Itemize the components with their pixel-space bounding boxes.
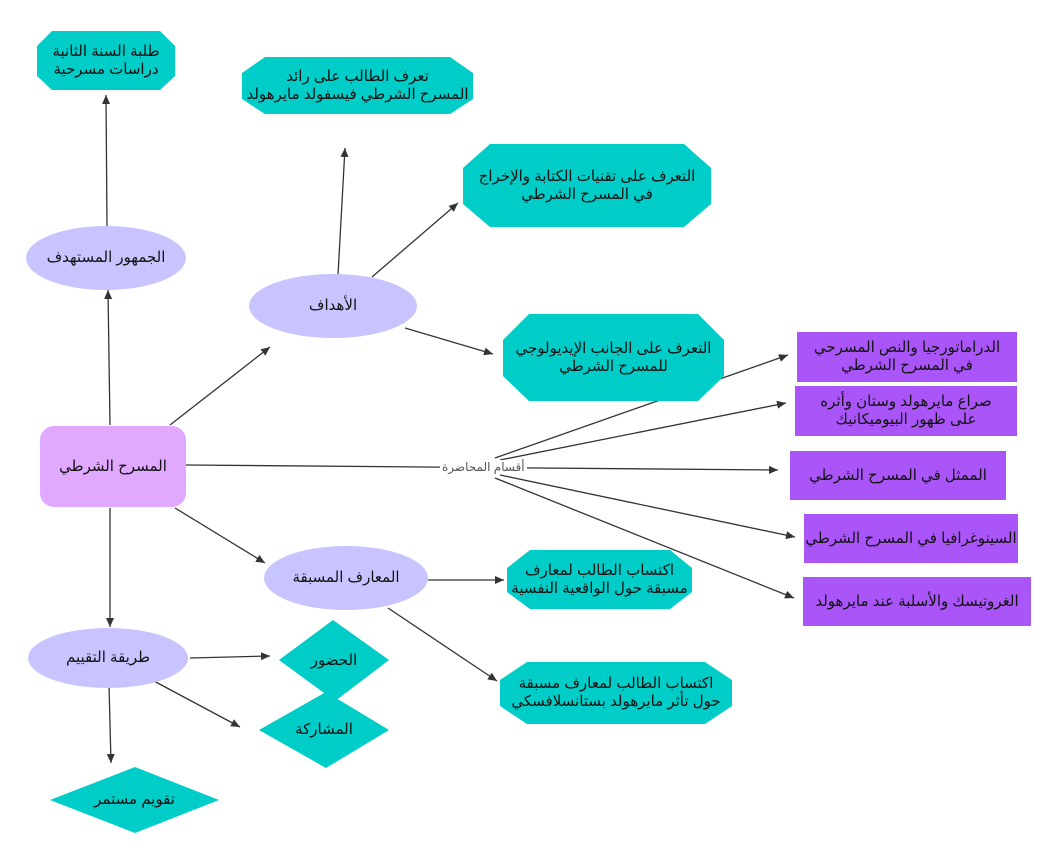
evaluation-node[interactable] — [28, 628, 188, 688]
edge-center-prior — [174, 507, 266, 564]
edge-prior-prior2 — [387, 607, 498, 682]
edge-eval-participation — [151, 679, 241, 728]
edge-hub-section4 — [499, 474, 796, 540]
edge-eval-continuous — [106, 684, 115, 764]
continuous-node[interactable] — [50, 767, 219, 833]
section1-node[interactable] — [797, 332, 1017, 382]
edge-hub-section5 — [494, 477, 795, 599]
section4-node[interactable] — [804, 514, 1018, 563]
audience-node[interactable] — [26, 226, 186, 290]
students-node[interactable] — [37, 31, 175, 90]
section5-node[interactable] — [803, 577, 1031, 626]
attendance-shape — [279, 620, 389, 701]
edge-center-goals — [169, 346, 271, 426]
edge-eval-attendance — [189, 652, 271, 661]
section3-node[interactable] — [790, 451, 1006, 500]
prior1-node[interactable] — [507, 550, 692, 609]
prior-node[interactable] — [264, 546, 428, 610]
goal3-node[interactable] — [503, 314, 724, 401]
participation-node[interactable] — [259, 692, 389, 768]
edge-goals-goal1 — [337, 147, 349, 276]
edge-hub-section1 — [494, 354, 789, 459]
prior2-node[interactable] — [500, 662, 732, 724]
goal1-node[interactable] — [242, 57, 473, 114]
goals-node[interactable] — [249, 274, 417, 338]
edge-label-lecture-sections: أقسام المحاضرة — [440, 460, 527, 474]
center-node[interactable] — [40, 426, 186, 507]
section2-node[interactable] — [795, 386, 1017, 436]
edge-goals-goal3 — [404, 327, 494, 356]
edge-center-audience — [104, 289, 113, 426]
edge-goals-goal2 — [371, 202, 459, 278]
edge-hub-section2 — [499, 400, 787, 461]
goal2-node[interactable] — [463, 144, 711, 227]
edge-audience-students — [102, 94, 111, 227]
